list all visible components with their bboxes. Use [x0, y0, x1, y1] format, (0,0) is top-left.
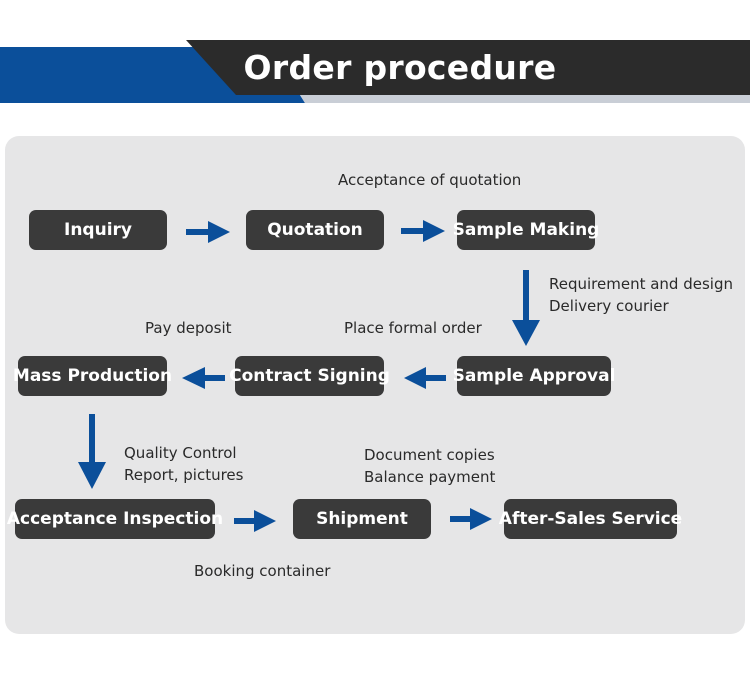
- note-delivery-courier: Delivery courier: [549, 297, 669, 315]
- step-quotation: Quotation: [246, 210, 384, 250]
- note-acceptance-of-quotation: Acceptance of quotation: [338, 171, 522, 189]
- note-quality-control: Quality Control: [124, 444, 237, 462]
- arrow-quotation-to-sample-making: [401, 220, 445, 242]
- header-banner: Order procedure: [0, 0, 750, 110]
- page-title: Order procedure: [243, 47, 557, 87]
- arrow-inspection-to-shipment: [234, 510, 276, 532]
- arrow-contract-to-mass-production: [182, 367, 225, 389]
- note-booking-container: Booking container: [194, 562, 331, 580]
- step-contract-signing: Contract Signing: [229, 356, 390, 396]
- note-requirement-design: Requirement and design: [549, 275, 733, 293]
- note-balance-payment: Balance payment: [364, 468, 496, 486]
- arrow-inquiry-to-quotation: [186, 221, 230, 243]
- step-shipment: Shipment: [293, 499, 431, 539]
- step-sample-approval: Sample Approval: [453, 356, 615, 396]
- arrow-shipment-to-after-sales: [450, 508, 492, 530]
- note-pay-deposit: Pay deposit: [145, 319, 232, 337]
- arrow-sample-making-to-approval: [512, 270, 540, 346]
- note-document-copies: Document copies: [364, 446, 495, 464]
- step-after-sales-service: After-Sales Service: [499, 499, 682, 539]
- step-acceptance-inspection: Acceptance Inspection: [7, 499, 223, 539]
- step-mass-production: Mass Production: [13, 356, 172, 396]
- arrow-approval-to-contract: [404, 367, 446, 389]
- step-sample-making: Sample Making: [453, 210, 599, 250]
- note-place-formal-order: Place formal order: [344, 319, 482, 337]
- banner-graphic: [0, 40, 750, 103]
- arrow-mass-production-to-inspection: [78, 414, 106, 489]
- step-inquiry: Inquiry: [29, 210, 167, 250]
- note-report-pictures: Report, pictures: [124, 466, 244, 484]
- banner-dark-stripe: [186, 40, 750, 95]
